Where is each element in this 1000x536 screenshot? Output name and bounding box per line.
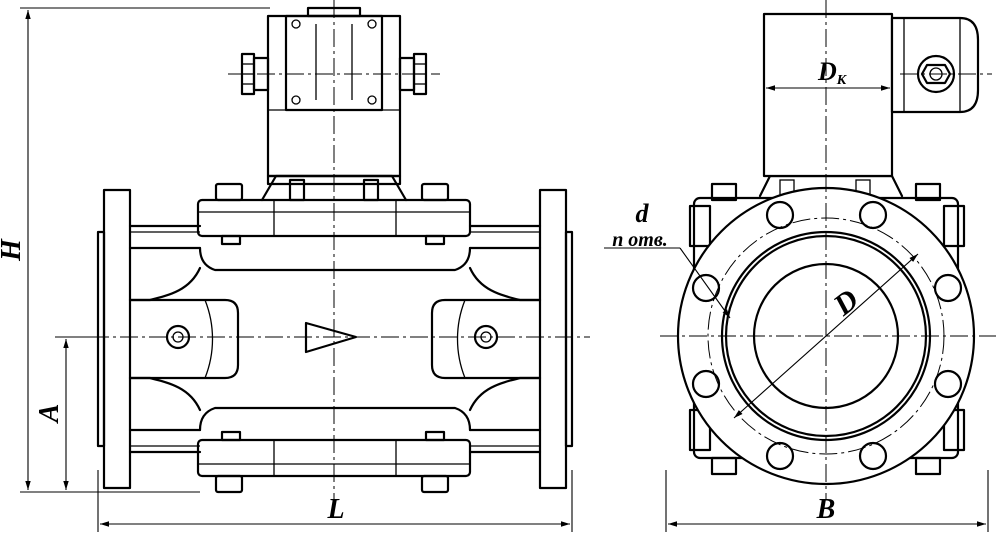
dimension-dk: DК — [766, 57, 890, 91]
dimension-label-a: A — [34, 404, 65, 425]
dimension-a: A — [34, 336, 100, 490]
dimension-d-holes: d n отв. — [604, 199, 731, 319]
bolt-hole — [765, 441, 795, 471]
left-flange — [96, 188, 132, 490]
right-flange — [538, 188, 574, 490]
pipe-necks — [128, 224, 542, 454]
bolt-hole — [691, 369, 721, 399]
dimension-label-d-holes: d — [636, 199, 650, 228]
side-solenoid-coil — [762, 12, 980, 178]
valve-body — [128, 246, 542, 432]
dimension-label-dk-main: D — [817, 57, 837, 86]
bolt-hole — [858, 441, 888, 471]
dimension-label-l: L — [326, 494, 344, 525]
bolt-hole — [858, 200, 888, 230]
bolt-hole — [765, 200, 795, 230]
dimension-label-b: B — [816, 494, 836, 525]
dimension-l: L — [97, 470, 573, 532]
dimension-label-n-holes: n отв. — [612, 229, 668, 251]
bolt-hole — [691, 273, 721, 303]
dimension-label-dk-sub: К — [836, 73, 848, 88]
side-view: B — [604, 0, 996, 532]
dimension-b: B — [665, 470, 989, 532]
front-view: H A L — [0, 0, 590, 532]
bolt-hole — [933, 273, 963, 303]
dimension-label-dk: DК — [817, 57, 848, 88]
dimension-h: H — [0, 7, 270, 493]
dimension-label-h: H — [0, 238, 27, 262]
bolt-hole — [933, 369, 963, 399]
flange-bolt-holes — [691, 200, 963, 471]
